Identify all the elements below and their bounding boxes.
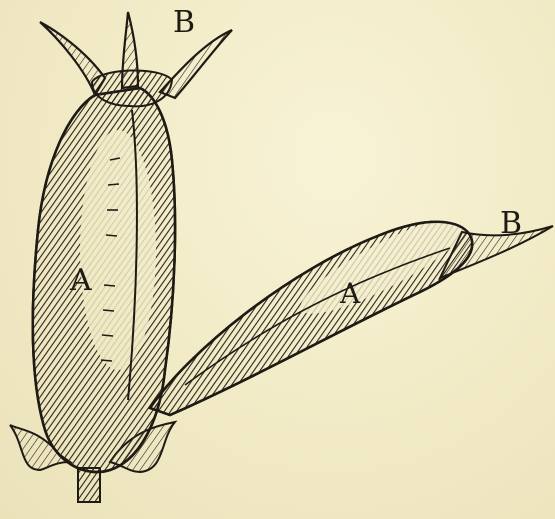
upright-capsule	[33, 70, 175, 472]
label-a-side: A	[340, 280, 360, 308]
label-b-side: B	[500, 209, 522, 239]
label-a-upright: A	[70, 266, 92, 296]
upright-beaks	[40, 12, 232, 98]
label-b-upright: B	[173, 8, 195, 38]
side-capsule	[150, 222, 553, 415]
